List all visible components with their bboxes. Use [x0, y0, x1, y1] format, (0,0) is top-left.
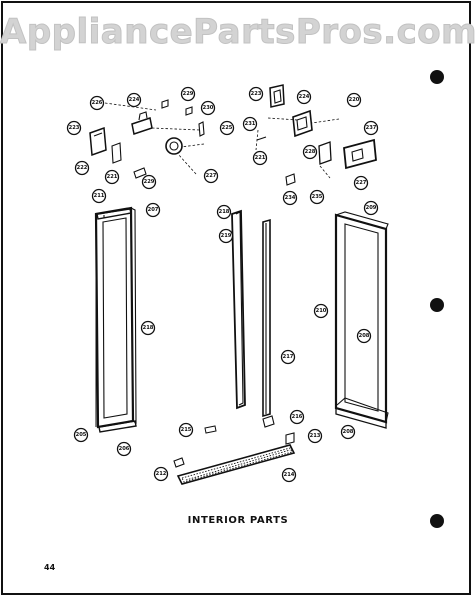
svg-text:237: 237 — [366, 125, 377, 131]
svg-text:207: 207 — [148, 207, 159, 213]
bottom-parts — [173, 415, 296, 485]
right-liner-frame — [334, 211, 389, 429]
callout-223b: 223 — [248, 86, 264, 102]
callout-208a: 208 — [356, 328, 372, 344]
svg-text:211: 211 — [94, 193, 105, 199]
svg-text:209: 209 — [366, 205, 377, 211]
callout-221b: 221 — [252, 150, 268, 166]
callout-222: 222 — [74, 160, 90, 176]
page-border — [1, 1, 471, 595]
svg-text:208: 208 — [359, 333, 370, 339]
svg-text:216: 216 — [292, 414, 303, 420]
callout-211: 211 — [91, 188, 107, 204]
svg-text:208: 208 — [343, 429, 354, 435]
left-liner-frame — [94, 206, 137, 433]
top-left-assembly — [89, 99, 205, 179]
svg-text:223: 223 — [251, 91, 262, 97]
watermark-logo: AppliancePartsPros.com — [0, 12, 476, 53]
callout-labels: 226 224 229 230 223 225 220 222 221 229 … — [66, 86, 379, 483]
binder-hole-middle — [430, 298, 444, 312]
svg-text:226: 226 — [92, 100, 103, 106]
callout-219: 219 — [218, 228, 234, 244]
svg-text:215: 215 — [181, 427, 192, 433]
svg-text:220: 220 — [349, 97, 360, 103]
svg-text:227: 227 — [206, 173, 217, 179]
callout-217: 217 — [280, 349, 296, 365]
callout-223a: 223 — [66, 120, 82, 136]
callout-235: 235 — [309, 189, 325, 205]
callout-209: 209 — [363, 200, 379, 216]
callout-227b: 227 — [353, 175, 369, 191]
svg-text:223: 223 — [69, 125, 80, 131]
callout-229a: 229 — [180, 86, 196, 102]
svg-text:234: 234 — [285, 195, 296, 201]
callout-226: 226 — [89, 95, 105, 111]
callout-220: 220 — [346, 92, 362, 108]
callout-216: 216 — [289, 409, 305, 425]
callout-230: 230 — [200, 100, 216, 116]
callout-237: 237 — [363, 120, 379, 136]
callout-231: 231 — [242, 116, 258, 132]
svg-text:205: 205 — [76, 432, 87, 438]
callout-207: 207 — [145, 202, 161, 218]
svg-text:227: 227 — [356, 180, 367, 186]
svg-text:221: 221 — [255, 155, 266, 161]
top-right-assembly — [256, 84, 377, 186]
callout-215: 215 — [178, 422, 194, 438]
callout-225: 225 — [219, 120, 235, 136]
svg-text:218: 218 — [143, 325, 154, 331]
svg-text:224: 224 — [299, 94, 310, 100]
svg-text:214: 214 — [284, 472, 295, 478]
svg-text:224: 224 — [129, 97, 140, 103]
svg-text:231: 231 — [245, 121, 256, 127]
svg-text:210: 210 — [316, 308, 327, 314]
leader-lines — [104, 102, 340, 179]
callout-224b: 224 — [296, 89, 312, 105]
svg-text:229: 229 — [144, 179, 155, 185]
center-mullion — [231, 209, 271, 418]
callout-221a: 221 — [104, 169, 120, 185]
svg-text:225: 225 — [222, 125, 233, 131]
svg-text:221: 221 — [107, 174, 118, 180]
svg-text:229: 229 — [183, 91, 194, 97]
callout-218b: 218 — [140, 320, 156, 336]
callout-224: 224 — [126, 92, 142, 108]
svg-text:222: 222 — [77, 165, 88, 171]
callout-228: 228 — [302, 144, 318, 160]
svg-text:212: 212 — [156, 471, 167, 477]
page-number: 44 — [44, 563, 56, 572]
callout-208b: 208 — [340, 424, 356, 440]
svg-text:206: 206 — [119, 446, 130, 452]
svg-text:217: 217 — [283, 354, 294, 360]
svg-text:228: 228 — [305, 149, 316, 155]
callout-229b: 229 — [141, 174, 157, 190]
callout-234: 234 — [282, 190, 298, 206]
svg-text:235: 235 — [312, 194, 323, 200]
callout-218a: 218 — [216, 204, 232, 220]
callout-206: 206 — [116, 441, 132, 457]
callout-214: 214 — [281, 467, 297, 483]
svg-text:230: 230 — [203, 105, 214, 111]
svg-text:219: 219 — [221, 233, 232, 239]
callout-210: 210 — [313, 303, 329, 319]
callout-205: 205 — [73, 427, 89, 443]
callout-213: 213 — [307, 428, 323, 444]
binder-hole-bottom — [430, 514, 444, 528]
svg-text:213: 213 — [310, 433, 321, 439]
svg-text:218: 218 — [219, 209, 230, 215]
diagram-caption: INTERIOR PARTS — [187, 515, 289, 526]
callout-212: 212 — [153, 466, 169, 482]
callout-227a: 227 — [203, 168, 219, 184]
binder-hole-top — [430, 70, 444, 84]
